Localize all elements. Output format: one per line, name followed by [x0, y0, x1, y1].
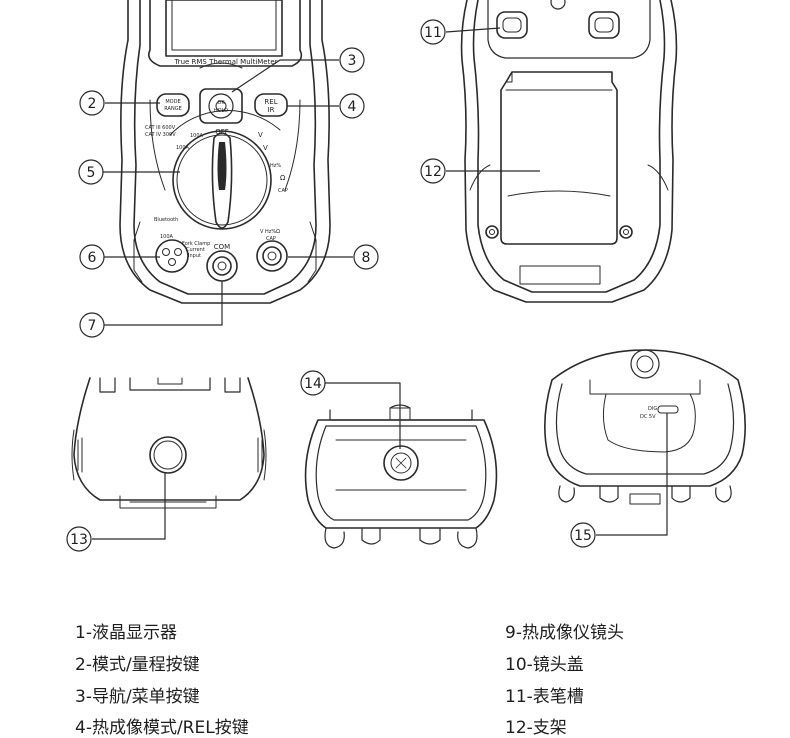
- legend-item: 12-支架: [505, 718, 567, 738]
- bluetooth-label: Bluetooth: [154, 217, 178, 223]
- callout-14: 14: [300, 370, 326, 396]
- svg-text:13: 13: [70, 532, 88, 548]
- callout-8: 8: [353, 244, 379, 270]
- probe-slot-right: [588, 11, 620, 39]
- rotary-dial[interactable]: [172, 130, 272, 230]
- dial-100a-label: 100A: [190, 133, 204, 139]
- dial-cap-label: CAP: [278, 188, 288, 194]
- dial-ohm-label: Ω: [280, 174, 286, 182]
- top-view-with-port: [544, 349, 746, 505]
- legend-item: 10-镜头盖: [505, 655, 584, 675]
- svg-text:5: 5: [87, 165, 96, 181]
- svg-text:15: 15: [574, 528, 592, 544]
- dig-label: DIG: [648, 406, 657, 412]
- fork-clamp-jack[interactable]: [155, 239, 189, 273]
- dc5v-label: DC 5V: [640, 414, 656, 420]
- dial-vac-label: V: [258, 131, 263, 139]
- fork-input-label: Input: [188, 253, 201, 259]
- thermal-lens: [383, 445, 419, 481]
- legend-item: 3-导航/菜单按键: [75, 687, 200, 707]
- ok-label: OK: [217, 100, 225, 106]
- legend-item: 2-模式/量程按键: [75, 655, 200, 675]
- jack-100a-label: 100A: [160, 234, 174, 240]
- legend-item: 1-液晶显示器: [75, 623, 177, 643]
- callout-7: 7: [79, 312, 105, 338]
- callout-12: 12: [420, 158, 446, 184]
- tripod-mount-hole: [149, 436, 187, 474]
- dial-100a-label-2: 100A: [176, 145, 190, 151]
- callouts: 2 3 4 5 6 7 8 11: [66, 19, 596, 552]
- multimeter-diagram: True RMS Thermal MultiMeter MODE RANGE O…: [66, 0, 746, 552]
- top-view: [304, 404, 498, 549]
- model-title: True RMS Thermal MultiMeter: [173, 58, 277, 66]
- fork-clamp-label: Fork Clamp: [182, 241, 210, 247]
- svg-text:8: 8: [362, 250, 371, 266]
- rel-ir-button[interactable]: [254, 93, 288, 117]
- vhz-label: V Hz%Ω: [260, 229, 280, 235]
- callout-11: 11: [420, 19, 446, 45]
- kickstand: [500, 71, 618, 245]
- legend-item: 9-热成像仪镜头: [505, 623, 624, 643]
- svg-text:4: 4: [348, 99, 357, 115]
- hold-label: HOLD: [214, 108, 228, 114]
- callout-2: 2: [79, 90, 105, 116]
- svg-text:2: 2: [88, 96, 97, 112]
- legend-item: 11-表笔槽: [505, 687, 584, 707]
- legend-item: 4-热成像模式/REL按键: [75, 718, 249, 738]
- ir-label: IR: [268, 106, 275, 114]
- callout-15: 15: [570, 522, 596, 548]
- svg-text:6: 6: [88, 250, 97, 266]
- front-view: [119, 0, 331, 304]
- cat3-label: CAT III 600V: [145, 125, 176, 131]
- callout-3: 3: [339, 47, 365, 73]
- svg-text:3: 3: [348, 53, 357, 69]
- vcap-label: CAP: [266, 236, 276, 242]
- off-label: OFF: [215, 128, 229, 136]
- svg-text:7: 7: [88, 318, 97, 334]
- range-label: RANGE: [164, 106, 181, 112]
- mode-range-button[interactable]: [156, 93, 190, 117]
- back-view: [460, 0, 678, 303]
- ok-hold-nav-button[interactable]: [199, 88, 243, 124]
- svg-text:11: 11: [424, 25, 442, 41]
- callout-6: 6: [79, 244, 105, 270]
- com-label: COM: [214, 243, 230, 251]
- bottom-view: [71, 377, 267, 509]
- v-hz-ohm-jack[interactable]: [256, 240, 288, 272]
- svg-text:12: 12: [424, 164, 442, 180]
- dial-hz-label: Hz%: [270, 163, 281, 169]
- probe-slot-left: [496, 11, 528, 39]
- callout-5: 5: [78, 159, 104, 185]
- callout-13: 13: [66, 526, 92, 552]
- mode-label: MODE: [165, 99, 180, 105]
- cat4-label: CAT IV 300V: [145, 132, 176, 138]
- usb-charge-port: [657, 405, 679, 414]
- rel-label: REL: [264, 98, 277, 106]
- com-jack[interactable]: [206, 250, 238, 282]
- svg-text:14: 14: [304, 376, 322, 392]
- fork-current-label: Current: [186, 247, 205, 253]
- dial-vdc-label: V: [263, 144, 268, 152]
- callout-4: 4: [339, 93, 365, 119]
